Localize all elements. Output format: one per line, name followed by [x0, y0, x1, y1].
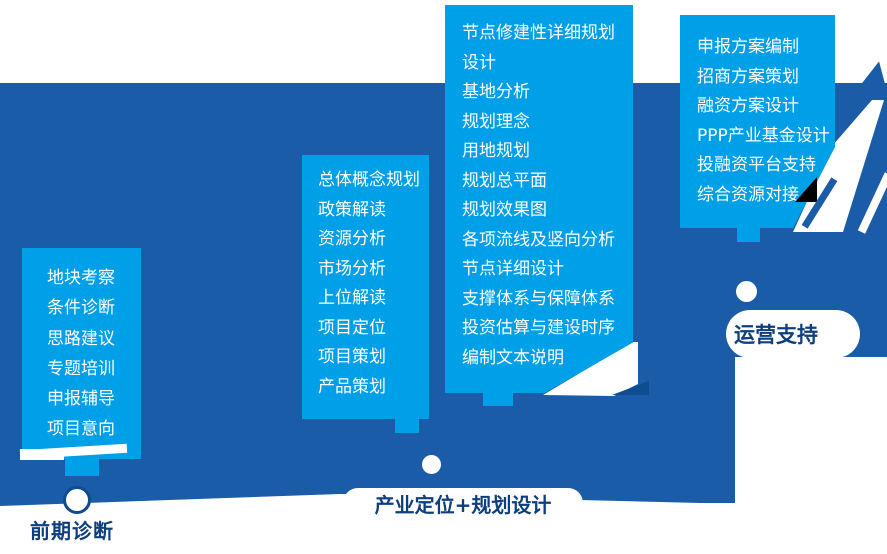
service-item: 融资方案设计	[697, 96, 799, 116]
service-item: 基地分析	[462, 82, 530, 102]
callout-pointer-tab	[395, 418, 419, 433]
service-item: 编制文本说明	[462, 347, 564, 368]
service-item: 规划理念	[462, 111, 530, 132]
callout-box-phase-1: 地块考察 条件诊断 思路建议 专题培训 申报辅导 项目意向	[22, 248, 141, 459]
service-item: 项目意向	[47, 419, 115, 440]
phase-3-label: 运营支持	[726, 310, 860, 358]
service-item: 资源分析	[318, 229, 386, 249]
service-item: 上位解读	[318, 288, 386, 308]
phase-2-label-text: 产业定位+规划设计	[374, 492, 552, 517]
milestone-dot-phase-2	[422, 455, 441, 474]
service-item: 政策解读	[318, 199, 386, 220]
service-item: 投资估算与建设时序	[462, 318, 615, 338]
service-item: 规划总平面	[462, 170, 547, 191]
service-item: 条件诊断	[47, 298, 115, 319]
service-item: 申报辅导	[47, 389, 115, 410]
callout-pointer-tab	[483, 392, 513, 406]
service-item: 地块考察	[47, 268, 115, 288]
phase-3-label-text: 运营支持	[734, 323, 818, 347]
service-item: 用地规划	[462, 141, 530, 161]
service-item: 市场分析	[318, 258, 386, 279]
service-item: 投融资平台支持	[697, 155, 816, 175]
service-item: 各项流线及竖向分析	[462, 229, 615, 250]
service-item: 思路建议	[47, 328, 115, 349]
milestone-dot-phase-3	[736, 281, 757, 302]
callout-pointer-tab	[65, 458, 99, 476]
service-item: 节点修建性详细规划设计	[462, 23, 615, 73]
callout-box-phase-3: 节点修建性详细规划设计 基地分析 规划理念 用地规划 规划总平面 规划效果图 各…	[445, 5, 633, 393]
callout-box-phase-2: 总体概念规划 政策解读 资源分析 市场分析 上位解读 项目定位 项目策划 产品策…	[302, 155, 429, 419]
phase-2-label: 产业定位+规划设计	[343, 488, 583, 518]
service-item: 招商方案策划	[697, 66, 799, 87]
service-item: 综合资源对接	[697, 184, 799, 205]
service-item: 专题培训	[47, 358, 115, 379]
service-item: 申报方案编制	[697, 37, 799, 57]
service-item: 节点详细设计	[462, 259, 564, 279]
callout-pointer-tab	[737, 227, 760, 242]
service-item: 产品策划	[318, 376, 386, 397]
service-item: 项目定位	[318, 317, 386, 338]
milestone-dot-phase-1	[63, 486, 91, 514]
service-item: 规划效果图	[462, 200, 547, 220]
service-item: 总体概念规划	[318, 170, 420, 190]
service-item: PPP产业基金设计	[697, 125, 830, 146]
phase-1-label: 前期诊断	[30, 519, 114, 543]
service-item: 支撑体系与保障体系	[462, 288, 615, 309]
service-item: 项目策划	[318, 347, 386, 367]
